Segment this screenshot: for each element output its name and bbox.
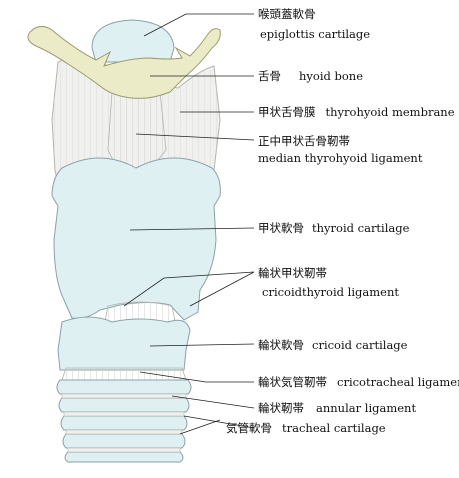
- tracheal-cartilage: [56, 379, 192, 463]
- cricothyroid-en-label: cricoidthyroid ligament: [262, 285, 399, 299]
- cricoid-en-label: cricoid cartilage: [312, 338, 408, 352]
- thyroid-jp-label: 甲状軟骨: [258, 221, 304, 235]
- tracheal-jp-label: 気管軟骨: [226, 421, 272, 435]
- cricothyroid-jp-label: 輪状甲状靭帯: [258, 266, 327, 280]
- median-lig-en-label: median thyrohyoid ligament: [258, 151, 423, 165]
- median-thyrohyoid-ligament: [107, 91, 167, 171]
- thyroid-en-label: thyroid cartilage: [312, 221, 410, 235]
- epiglottis-jp-label: 喉頭蓋軟骨: [258, 7, 316, 21]
- cricotracheal-jp-label: 輪状気管靭帯: [258, 375, 327, 389]
- tracheal-en-label: tracheal cartilage: [282, 421, 386, 435]
- cricotracheal-en-label: cricotracheal ligament: [337, 375, 459, 389]
- hyoid-jp-label: 舌骨: [258, 69, 281, 83]
- thyroid-cartilage: [51, 157, 221, 321]
- hyoid-en-label: hyoid bone: [299, 69, 364, 83]
- annular-en-label: annular ligament: [316, 401, 417, 415]
- annular-ligament: [61, 393, 187, 453]
- thyrohyoid-membrane-en-label: thyrohyoid membrane: [325, 105, 455, 119]
- epiglottis-en-label: epiglottis cartilage: [260, 27, 371, 41]
- cricotracheal-ligament: [61, 367, 187, 381]
- cricoid-cartilage: [57, 316, 191, 371]
- hyoid-bone: [27, 26, 221, 99]
- leader-lines: [123, 13, 255, 435]
- cricoid-jp-label: 輪状軟骨: [258, 338, 304, 352]
- epiglottis-cartilage: [91, 19, 175, 63]
- annular-jp-label: 輪状靭帯: [258, 401, 304, 415]
- thyrohyoid-membrane-jp-label: 甲状舌骨膜: [258, 105, 316, 119]
- median-lig-jp-label: 正中甲状舌骨靭帯: [258, 134, 350, 148]
